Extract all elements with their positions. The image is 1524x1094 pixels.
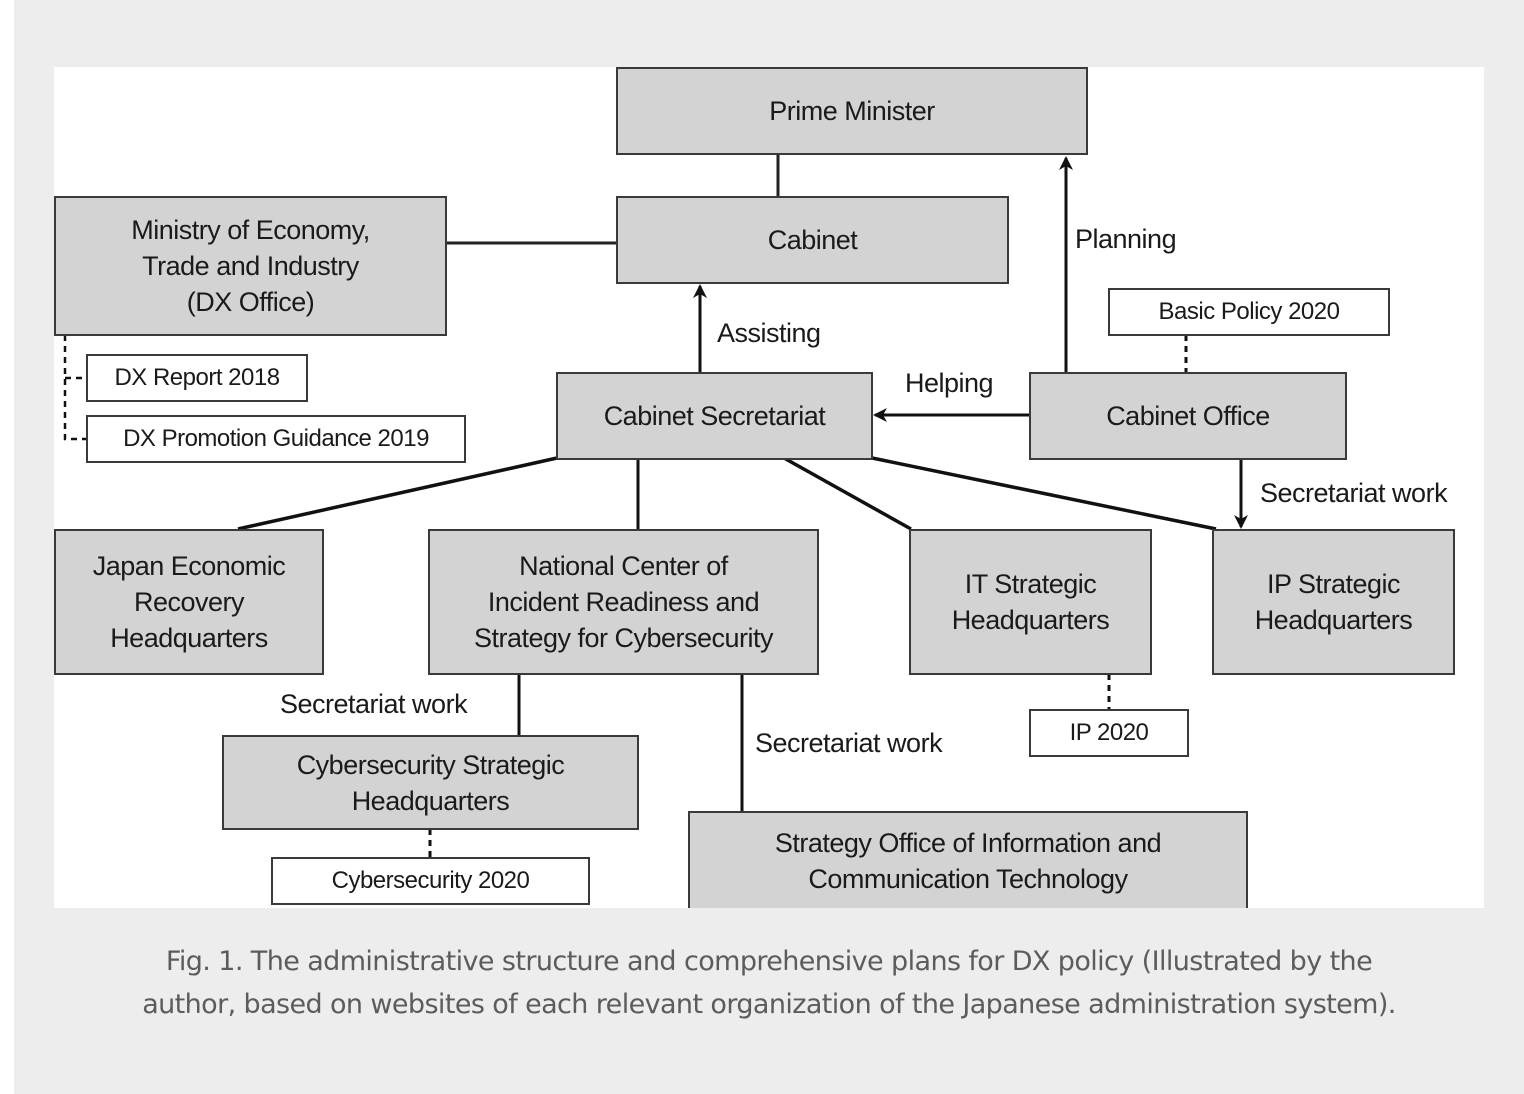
doc-cybersecurity-2020: Cybersecurity 2020 <box>271 857 590 905</box>
node-ip-strategic-hq: IP Strategic Headquarters <box>1212 529 1455 675</box>
edge-secretariat-ip <box>871 456 1217 531</box>
node-cabinet-secretariat: Cabinet Secretariat <box>556 372 873 460</box>
label-secretariat-work-ict: Secretariat work <box>755 728 943 758</box>
label-helping: Helping <box>905 368 994 398</box>
node-strategy-office-ict: Strategy Office of Information and Commu… <box>688 811 1248 908</box>
node-cabinet: Cabinet <box>616 196 1009 284</box>
label-planning: Planning <box>1075 224 1177 254</box>
node-japan-economic-recovery-hq: Japan Economic Recovery Headquarters <box>54 529 324 675</box>
label-secretariat-work-ip: Secretariat work <box>1260 478 1448 508</box>
doc-basic-policy-2020: Basic Policy 2020 <box>1108 288 1390 336</box>
edge-secretariat-jerh <box>237 456 558 531</box>
node-it-strategic-hq: IT Strategic Headquarters <box>909 529 1152 675</box>
caption-line-2: author, based on websites of each releva… <box>142 989 1396 1020</box>
org-diagram: Prime Minister Cabinet Ministry of Econo… <box>54 67 1484 908</box>
figure-caption: Fig. 1. The administrative structure and… <box>14 940 1524 1026</box>
node-nisc: National Center of Incident Readiness an… <box>428 529 819 675</box>
node-cybersecurity-strategic-hq: Cybersecurity Strategic Headquarters <box>222 735 639 830</box>
label-assisting: Assisting <box>717 318 821 348</box>
connector-layer <box>63 154 1248 858</box>
edge-secretariat-it <box>783 456 912 531</box>
doc-ip-2020: IP 2020 <box>1029 709 1189 757</box>
label-secretariat-work-cyber: Secretariat work <box>280 689 468 719</box>
node-cabinet-office: Cabinet Office <box>1029 372 1347 460</box>
node-meti: Ministry of Economy, Trade and Industry … <box>54 196 447 336</box>
doc-dx-promotion-guidance-2019: DX Promotion Guidance 2019 <box>86 415 466 463</box>
node-prime-minister: Prime Minister <box>616 67 1088 155</box>
caption-line-1: Fig. 1. The administrative structure and… <box>165 946 1373 977</box>
edge-meti-docs-dotted <box>63 335 86 441</box>
doc-dx-report-2018: DX Report 2018 <box>86 354 308 402</box>
